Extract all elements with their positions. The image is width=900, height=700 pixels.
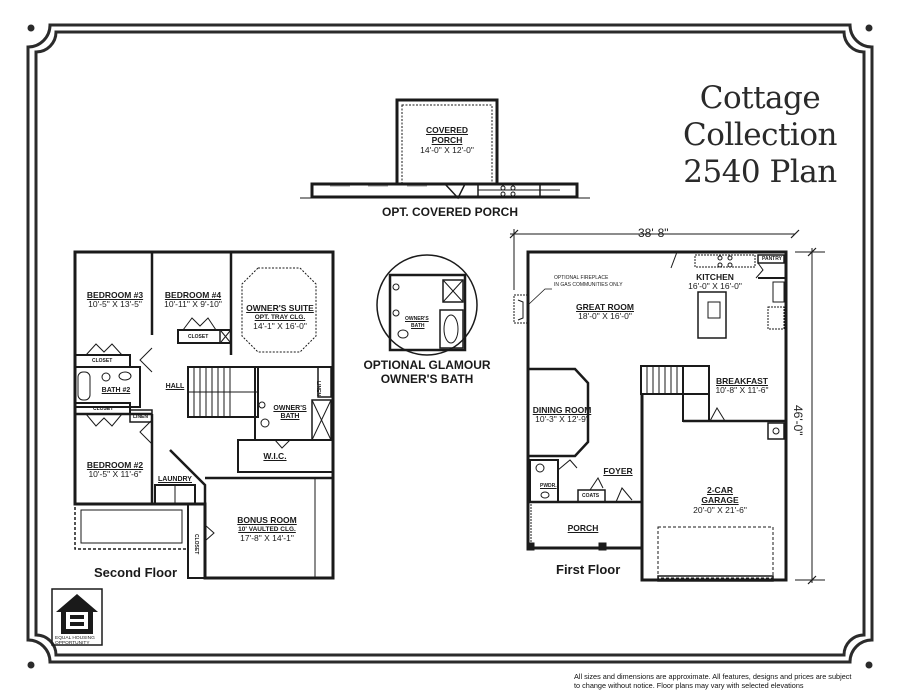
owners-bath-label-2: BATH: [280, 413, 300, 420]
bedroom4-label: BEDROOM #4: [164, 290, 222, 300]
breakfast-label: BREAKFAST: [716, 376, 768, 386]
pantry-label: PANTRY: [762, 256, 782, 262]
garage-label-2: GARAGE: [701, 495, 739, 505]
closet-bedroom2-label: CLOSET: [93, 406, 114, 412]
covered-porch-caption: OPT. COVERED PORCH: [381, 205, 519, 219]
closet-bedroom3-label: CLOSET: [92, 358, 113, 364]
page-border: [26, 23, 874, 664]
fireplace-note-2: IN GAS COMMUNITIES ONLY: [554, 282, 623, 288]
title-plan-number: 2540 Plan: [683, 154, 837, 190]
border-corner-dots: [27, 24, 873, 669]
bedroom3-dims: 10'-5" X 13'-5": [88, 299, 142, 309]
bonus-room-dims: 17'-8" X 14'-1": [240, 533, 294, 543]
wic-label: W.I.C.: [263, 451, 287, 461]
fireplace-note-1: OPTIONAL FIREPLACE: [554, 275, 609, 281]
disclaimer-line-2: to change without notice. Floor plans ma…: [574, 681, 804, 690]
bonus-room-label: BONUS ROOM: [237, 515, 297, 525]
coats-label: COATS: [582, 493, 600, 499]
owners-suite-dims: 14'-1" X 16'-0": [253, 321, 307, 331]
foyer-label: FOYER: [603, 466, 633, 476]
logo-text-2: OPPORTUNITY: [55, 641, 90, 646]
glamour-caption-1: OPTIONAL GLAMOUR: [363, 358, 491, 372]
pwdr-label: PWDR.: [540, 483, 557, 489]
covered-porch-label: COVERED: [425, 125, 469, 135]
title-cottage: Cottage: [699, 80, 821, 116]
second-floor-plan: [73, 250, 335, 580]
bedroom3-label: BEDROOM #3: [86, 290, 144, 300]
disclaimer-line-1: All sizes and dimensions are approximate…: [574, 672, 852, 681]
kitchen-dims: 16'-0" X 16'-0": [688, 281, 742, 291]
glamour-bath-label: BATH: [411, 323, 425, 329]
closet-bonus-label: CLOSET: [193, 534, 199, 555]
bedroom2-label: BEDROOM #2: [86, 460, 144, 470]
glamour-bath-plan: [376, 254, 478, 356]
owners-suite-note: OPT. TRAY CLG.: [254, 314, 306, 321]
closet-bedroom4-label: CLOSET: [188, 334, 209, 340]
disclaimer: All sizes and dimensions are approximate…: [574, 672, 851, 690]
bedroom4-dims: 10'-11" X 9'-10": [164, 299, 222, 309]
garage-dims: 20'-0" X 21'-6": [693, 505, 747, 515]
first-floor-caption: First Floor: [556, 562, 621, 577]
equal-housing-logo: [51, 588, 103, 646]
title-collection: Collection: [683, 117, 837, 153]
bath2-label: BATH #2: [101, 387, 131, 394]
first-floor-depth-dim: 46'-0": [791, 405, 805, 436]
laundry-label: LAUNDRY: [158, 476, 192, 483]
dining-room-dims: 10'-3" X 12'-9": [535, 414, 589, 424]
covered-porch-plan: [300, 98, 590, 200]
bedroom2-dims: 10'-5" X 11'-6": [88, 469, 142, 479]
glamour-owners-label: OWNER'S: [405, 316, 429, 322]
owners-bath-label-1: OWNER'S: [273, 405, 307, 412]
garage-label-1: 2-CAR: [707, 485, 733, 495]
covered-porch-dims: 14'-0" X 12'-0": [420, 145, 474, 155]
kitchen-label: KITCHEN: [696, 272, 734, 282]
logo-text-1: EQUAL HOUSING: [55, 636, 95, 641]
hall-label: HALL: [165, 383, 185, 390]
breakfast-dims: 10'-8" X 11'-6": [715, 385, 769, 395]
glamour-caption-2: OWNER'S BATH: [380, 372, 474, 386]
bonus-room-note: 10' VAULTED CLG.: [238, 526, 296, 533]
first-floor-width-dim: 38'-8": [638, 226, 669, 240]
first-floor-plan: [509, 229, 825, 585]
owners-suite-label: OWNER'S SUITE: [246, 303, 314, 313]
linen-hall-label: LINEN: [133, 414, 148, 420]
great-room-label: GREAT ROOM: [576, 302, 634, 312]
second-floor-caption: Second Floor: [94, 565, 178, 580]
linen-owner-label: LINEN: [315, 381, 321, 396]
dining-room-label: DINING ROOM: [532, 405, 592, 415]
great-room-dims: 18'-0" X 16'-0": [578, 311, 632, 321]
porch-label: PORCH: [567, 523, 599, 533]
covered-porch-label-2: PORCH: [431, 135, 463, 145]
